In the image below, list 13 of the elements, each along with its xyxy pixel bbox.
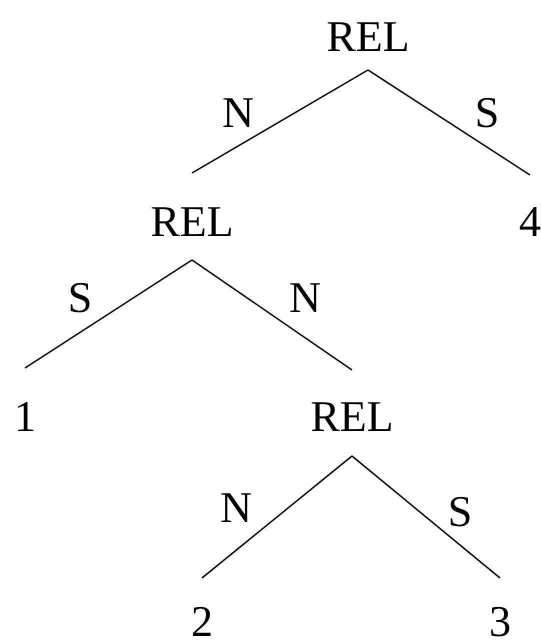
node-label: REL — [150, 200, 234, 244]
node-label: REL — [326, 15, 410, 59]
tree-branch — [202, 455, 352, 579]
node-label: REL — [310, 395, 394, 439]
node-label: 4 — [519, 200, 541, 244]
tree-branch — [368, 69, 530, 176]
tree-branch — [192, 259, 352, 371]
tree-branch — [24, 259, 192, 369]
node-label: 2 — [191, 600, 213, 643]
tree-branch — [192, 69, 368, 174]
node-label: 3 — [489, 600, 511, 643]
tree-branch — [352, 455, 500, 579]
node-label: 1 — [14, 395, 36, 439]
